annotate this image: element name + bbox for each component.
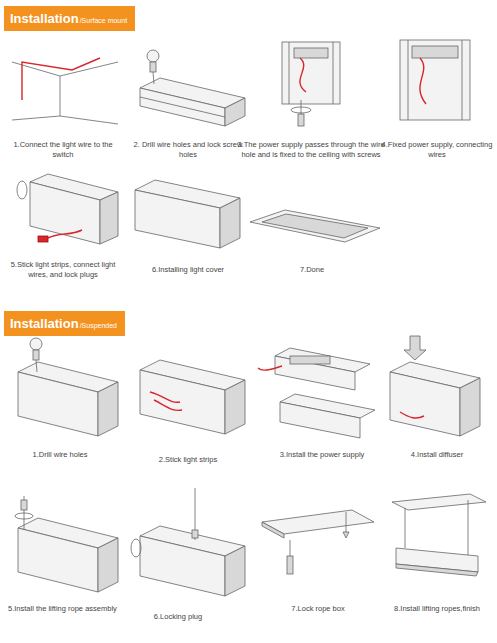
step-caption: 5.Install the lifting rope assembly <box>8 604 140 614</box>
step-caption: 2. Drill wire holes and lock screw holes <box>130 140 246 159</box>
step-caption: 4.Fixed power supply, connecting wires <box>378 140 496 159</box>
suspended-strip-figure <box>140 360 245 434</box>
step-caption: 7.Done <box>252 265 372 275</box>
step-caption: 2.Stick light strips <box>130 455 246 465</box>
finished-light-figure <box>250 210 380 242</box>
step-caption: 5.Stick light strips, connect light wire… <box>5 260 121 279</box>
section-banner: Installation/Suspended <box>4 311 125 336</box>
section-banner: Installation/Surface mount <box>4 6 135 31</box>
step-caption: 3.The power supply passes through the wi… <box>231 140 391 159</box>
rope-box-figure <box>262 510 374 574</box>
step-caption: 8.Install lifting ropes,finish <box>378 604 496 614</box>
step-caption: 1.Connect the light wire to the switch <box>5 140 121 159</box>
section-title: Installation <box>10 316 79 331</box>
locking-plug-figure <box>131 488 245 596</box>
wire-channel-figure <box>400 40 470 120</box>
section-title: Installation <box>10 11 79 26</box>
finished-suspended-figure <box>392 494 486 576</box>
suspended-drill-figure <box>18 338 118 436</box>
power-supply-channel-figure <box>282 42 340 126</box>
step-caption: 6.Locking plug <box>120 612 236 622</box>
suspended-power-figure <box>258 348 375 438</box>
step-caption: 7.Lock rope box <box>258 604 378 614</box>
suspended-diffuser-figure <box>390 336 480 436</box>
room-corner-figure <box>12 58 118 124</box>
section-subtitle: /Surface mount <box>80 17 127 24</box>
step-caption: 6.Installing light cover <box>130 265 246 275</box>
light-cover-figure <box>135 180 240 248</box>
step-caption: 1.Drill wire holes <box>5 450 115 460</box>
rope-assembly-figure <box>15 496 118 592</box>
section-subtitle: /Suspended <box>80 322 117 329</box>
drill-profile-figure <box>140 50 245 126</box>
plug-profile-figure <box>17 174 118 244</box>
step-caption: 4.Install diffuser <box>378 450 496 460</box>
step-caption: 3.Install the power supply <box>262 450 382 460</box>
